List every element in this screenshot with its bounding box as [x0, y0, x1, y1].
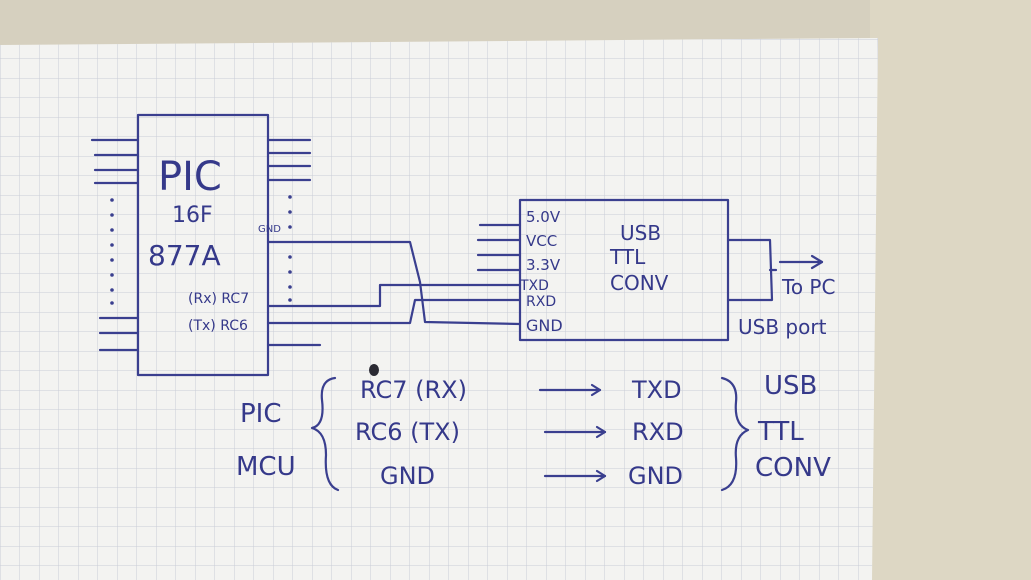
usb-pin-3v3: 3.3V: [526, 256, 561, 274]
usb-pin-rxd: RXD: [526, 294, 556, 310]
wire-rc6-to-rxd: [266, 298, 522, 325]
usb-ttl-module: 5.0V VCC 3.3V TXD RXD GND USB TTL CONV T…: [476, 198, 835, 342]
pic-gnd-tag: GND: [258, 224, 281, 235]
legend-row2-to: RXD: [632, 418, 684, 446]
pic-right-pins: [266, 138, 322, 347]
pic-rc6-label: (Tx) RC6: [188, 318, 248, 334]
wiring: [266, 240, 522, 326]
legend-row3-to: GND: [628, 462, 683, 490]
legend-row2-from: RC6 (TX): [355, 418, 460, 446]
pic-label-line1: PIC: [158, 154, 222, 200]
legend-right-brace: [720, 376, 750, 492]
legend-row3-from: GND: [380, 462, 435, 490]
usb-port-label: USB port: [738, 315, 827, 339]
usb-title-conv: CONV: [610, 271, 669, 295]
graph-paper: [0, 38, 878, 580]
usb-pin-5v: 5.0V: [526, 208, 561, 226]
legend-right-ttl: TTL: [757, 417, 804, 447]
usb-pin-txd: TXD: [519, 278, 549, 294]
pic-label-line3: 877A: [148, 239, 221, 272]
pic-label-line2: 16F: [172, 203, 213, 228]
legend-right-conv: CONV: [755, 453, 831, 483]
usb-pin-gnd: GND: [526, 316, 563, 335]
usb-pin-vcc: VCC: [526, 232, 557, 250]
wall-right: [870, 0, 1031, 580]
legend-row1-to: TXD: [631, 376, 682, 404]
connection-legend: PIC MCU RC7 (RX) TXD RC6 (TX) RXD GND GN…: [236, 371, 831, 492]
to-pc-label: To PC: [781, 275, 835, 299]
legend-left-mcu: MCU: [236, 452, 296, 482]
legend-left-pic: PIC: [240, 399, 282, 429]
pic-rc7-label: (Rx) RC7: [188, 291, 249, 307]
usb-title-usb: USB: [620, 221, 661, 245]
wire-gnd: [266, 240, 522, 326]
wire-rc7-to-txd: [266, 283, 522, 308]
legend-left-brace: [310, 376, 340, 492]
ink-blot: [369, 364, 379, 376]
pic-left-pins: [90, 138, 140, 352]
legend-right-usb: USB: [764, 371, 817, 401]
legend-row1-from: RC7 (RX): [360, 376, 467, 404]
usb-title-ttl: TTL: [609, 245, 646, 269]
pic-chip: PIC 16F 877A GND (Rx) RC7 (Tx) RC6: [90, 113, 322, 377]
pic-chip-body: [136, 113, 270, 377]
